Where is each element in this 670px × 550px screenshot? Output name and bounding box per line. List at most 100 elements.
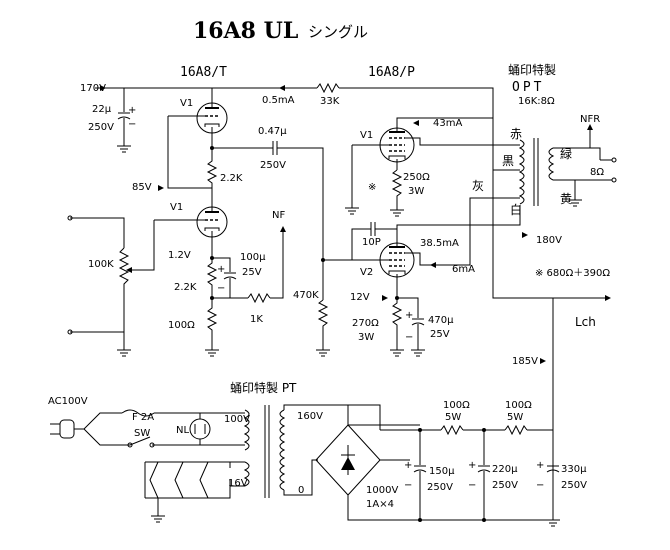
power-stage-label: 16A8/P bbox=[368, 65, 415, 80]
r270-label: 270Ω bbox=[352, 318, 379, 329]
r22k-k-label: 2.2K bbox=[174, 282, 197, 293]
c100-label: 100µ bbox=[240, 252, 266, 263]
r1k-label: 1K bbox=[250, 314, 263, 325]
r33k-label: 33K bbox=[320, 96, 340, 107]
note-label: ※ 680Ω＋390Ω bbox=[535, 268, 610, 279]
rf2w-label: 5W bbox=[507, 412, 523, 423]
zero-label: 0 bbox=[298, 485, 304, 496]
v180-label: 180V bbox=[536, 235, 562, 246]
v85-label: 85V bbox=[132, 182, 152, 193]
c470-label: 470µ bbox=[428, 315, 454, 326]
c470-plus: + bbox=[405, 310, 413, 321]
rect2-label: 1A×4 bbox=[366, 499, 394, 510]
r100k-label: 100K bbox=[88, 259, 114, 270]
opt-label-3: 16K:8Ω bbox=[518, 96, 555, 107]
c22-plus: + bbox=[128, 105, 136, 116]
driver-stage-label: 16A8/T bbox=[180, 65, 227, 80]
nfr-label: NFR bbox=[580, 114, 600, 125]
resistor-470k bbox=[316, 258, 386, 357]
c150-plus: + bbox=[404, 460, 412, 471]
c220-minus: − bbox=[468, 480, 476, 491]
c100v-label: 25V bbox=[242, 267, 262, 278]
heater-string bbox=[144, 461, 231, 523]
filter-chain bbox=[380, 424, 560, 527]
c330-plus: + bbox=[536, 460, 544, 471]
c470-minus: − bbox=[405, 332, 413, 343]
i43-label: 43mA bbox=[433, 118, 462, 129]
tube-v2-power bbox=[379, 197, 493, 357]
c150v-label: 250V bbox=[427, 482, 453, 493]
r250w-label: 3W bbox=[408, 186, 424, 197]
c22-minus: − bbox=[128, 119, 136, 130]
c470v-label: 25V bbox=[430, 329, 450, 340]
rf1w-label: 5W bbox=[445, 412, 461, 423]
c220-plus: + bbox=[468, 460, 476, 471]
c220v-label: 250V bbox=[492, 480, 518, 491]
v2-label: V2 bbox=[360, 267, 373, 278]
neon-lamp bbox=[189, 413, 211, 445]
title-main: 16A8 UL bbox=[193, 18, 298, 44]
i6-label: 6mA bbox=[452, 264, 475, 275]
c10p-label: 10P bbox=[362, 237, 381, 248]
i05-label: 0.5mA bbox=[262, 95, 295, 106]
r270w-label: 3W bbox=[358, 332, 374, 343]
v1-bot-label: V1 bbox=[170, 202, 183, 213]
output-transformer bbox=[492, 124, 617, 226]
white-label: 白 bbox=[510, 202, 522, 217]
resistor-2k2-a bbox=[206, 156, 218, 200]
opt-label-2: OPT bbox=[512, 80, 544, 95]
cap-22u bbox=[117, 88, 131, 153]
fuse-label: F 2A bbox=[132, 412, 154, 423]
rect-label: 1000V bbox=[366, 485, 398, 496]
v12b-label: 12V bbox=[350, 292, 370, 303]
v160-label: 160V bbox=[297, 411, 323, 422]
ac100-label: AC100V bbox=[48, 396, 88, 407]
c330v-label: 250V bbox=[561, 480, 587, 491]
lch-label: Lch bbox=[575, 315, 596, 329]
r100-label: 100Ω bbox=[168, 320, 195, 331]
gray-label: 灰 bbox=[472, 179, 484, 193]
v1-top-label: V1 bbox=[180, 98, 193, 109]
i385-label: 38.5mA bbox=[420, 238, 459, 249]
c047-label: 0.47µ bbox=[258, 126, 287, 137]
volume-pot-100k bbox=[67, 215, 131, 357]
r22k-a-label: 2.2K bbox=[220, 173, 243, 184]
v185-label: 185V bbox=[512, 356, 538, 367]
c220-label: 220µ bbox=[492, 464, 518, 475]
v16-label: 16V bbox=[228, 478, 248, 489]
c22v-label: 250V bbox=[88, 122, 114, 133]
c330-minus: − bbox=[536, 480, 544, 491]
c047v-label: 250V bbox=[260, 160, 286, 171]
ac-plug bbox=[50, 412, 122, 446]
tube-v1-upper bbox=[167, 88, 228, 189]
v12-label: 1.2V bbox=[168, 250, 191, 261]
v1-power-label: V1 bbox=[360, 130, 373, 141]
opt-label-1: 蛹印特製 bbox=[508, 62, 556, 77]
v100-label: 100V bbox=[224, 414, 250, 425]
tube-v1-power bbox=[345, 117, 493, 217]
nf-label: NF bbox=[272, 210, 285, 221]
rf1-label: 100Ω bbox=[443, 400, 470, 411]
sw-label: SW bbox=[134, 428, 150, 439]
mark-label: ※ bbox=[368, 182, 376, 193]
c150-label: 150µ bbox=[429, 466, 455, 477]
c100-plus: + bbox=[217, 264, 225, 275]
ohm8-label: 8Ω bbox=[590, 167, 604, 178]
power-transformer bbox=[229, 404, 381, 498]
v170-label: 170V bbox=[80, 83, 106, 94]
c330-label: 330µ bbox=[561, 464, 587, 475]
tube-v1-lower bbox=[126, 200, 228, 273]
cap-10p bbox=[351, 222, 397, 260]
cathode-network bbox=[205, 226, 286, 357]
title-sub: シングル bbox=[308, 23, 368, 41]
c100-minus: − bbox=[217, 283, 225, 294]
r250-label: 250Ω bbox=[403, 172, 430, 183]
black-label: 黒 bbox=[502, 154, 514, 168]
b-plus-rail bbox=[95, 82, 553, 299]
green-label: 緑 bbox=[560, 146, 572, 161]
cap-047u bbox=[212, 141, 324, 300]
c22-label: 22µ bbox=[92, 104, 112, 115]
r470k-label: 470K bbox=[293, 290, 319, 301]
rf2-label: 100Ω bbox=[505, 400, 532, 411]
